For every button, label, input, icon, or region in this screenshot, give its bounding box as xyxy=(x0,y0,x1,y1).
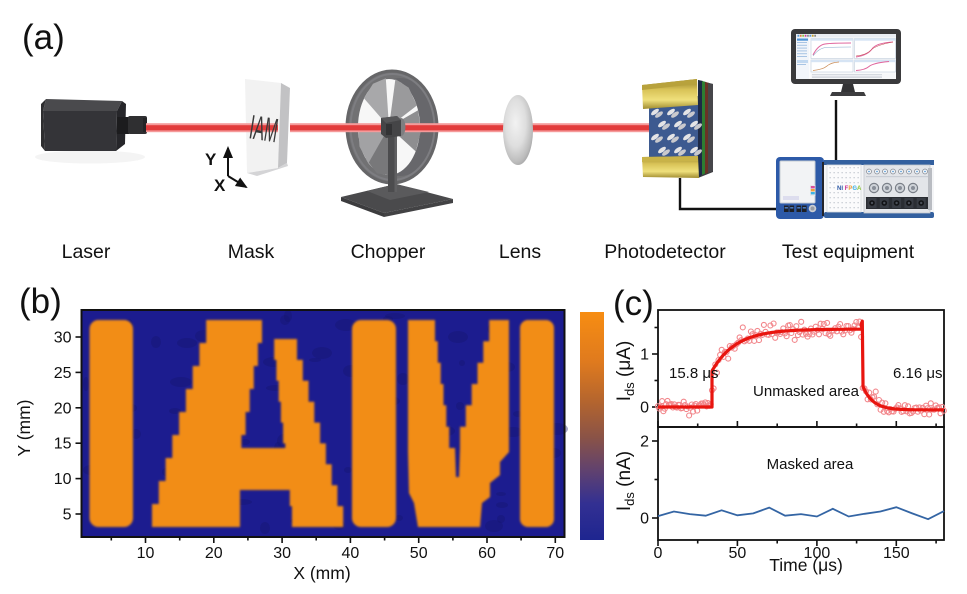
svg-text:50: 50 xyxy=(729,545,747,562)
svg-text:NI FPGA: NI FPGA xyxy=(837,186,862,192)
svg-text:20: 20 xyxy=(205,545,223,562)
svg-text:15: 15 xyxy=(54,436,72,453)
svg-text:30: 30 xyxy=(273,545,291,562)
svg-text:10: 10 xyxy=(137,545,155,562)
svg-text:(b): (b) xyxy=(19,282,62,321)
svg-text:0: 0 xyxy=(640,511,649,528)
svg-text:70: 70 xyxy=(546,545,564,562)
svg-text:5: 5 xyxy=(63,507,72,524)
svg-text:X: X xyxy=(214,176,226,195)
svg-text:0: 0 xyxy=(654,545,663,562)
svg-text:15.8 μs: 15.8 μs xyxy=(669,365,719,382)
svg-text:X (mm): X (mm) xyxy=(293,563,350,583)
svg-text:Time (μs): Time (μs) xyxy=(769,555,843,575)
svg-text:10: 10 xyxy=(54,471,72,488)
svg-text:IAM: IAM xyxy=(247,108,281,150)
svg-text:150: 150 xyxy=(883,545,910,562)
svg-text:100: 100 xyxy=(804,545,831,562)
svg-text:6.16 μs: 6.16 μs xyxy=(893,365,943,382)
svg-text:Y: Y xyxy=(205,150,217,169)
svg-text:25: 25 xyxy=(54,365,72,382)
svg-text:(a): (a) xyxy=(22,18,65,57)
svg-text:Masked area: Masked area xyxy=(767,456,854,473)
svg-text:Photodetector: Photodetector xyxy=(604,241,726,263)
svg-text:Laser: Laser xyxy=(62,241,111,263)
svg-text:1: 1 xyxy=(640,347,649,364)
svg-text:30: 30 xyxy=(54,330,72,347)
svg-text:Unmasked area: Unmasked area xyxy=(753,383,860,400)
svg-text:0: 0 xyxy=(640,400,649,417)
svg-text:50: 50 xyxy=(410,545,428,562)
svg-text:Chopper: Chopper xyxy=(351,241,426,263)
svg-text:Y (mm): Y (mm) xyxy=(14,399,34,456)
svg-text:40: 40 xyxy=(342,545,360,562)
svg-text:60: 60 xyxy=(478,545,496,562)
svg-text:20: 20 xyxy=(54,400,72,417)
svg-text:2: 2 xyxy=(640,434,649,451)
svg-text:Lens: Lens xyxy=(499,241,542,263)
svg-text:Mask: Mask xyxy=(228,241,275,263)
svg-text:Test equipment: Test equipment xyxy=(782,241,915,263)
svg-text:(c): (c) xyxy=(613,284,654,323)
